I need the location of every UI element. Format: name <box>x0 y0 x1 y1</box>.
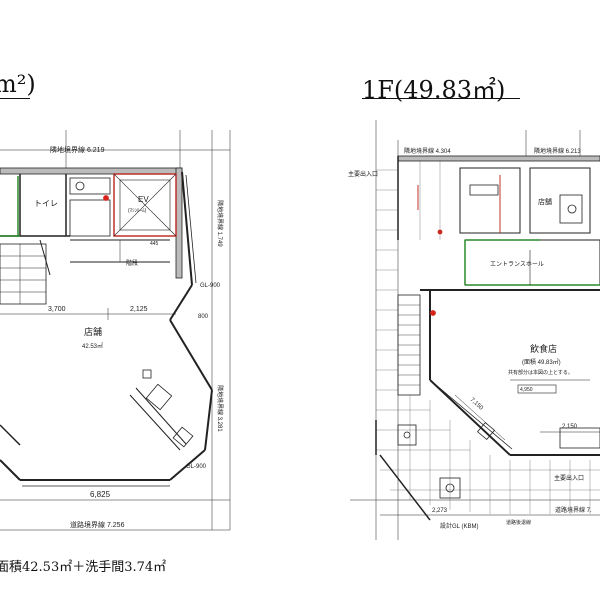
left-dim-445: 445 <box>150 241 159 247</box>
right-entrance-hall-label: エントランスホール <box>490 261 544 268</box>
right-dim-2273: 2,273 <box>432 508 448 514</box>
left-gl-900b-label: GL-900 <box>186 464 207 470</box>
right-title-underline <box>362 98 520 99</box>
left-title-underline <box>0 98 30 99</box>
right-sub-entrance-label: 主要出入口 <box>348 170 378 178</box>
left-toilet-label: トイレ <box>34 199 58 208</box>
left-dim-2125: 2,125 <box>130 306 148 313</box>
left-dim-800: 800 <box>198 314 209 320</box>
left-ev-sub-label: (ﾏｼﾝﾙｰﾑ) <box>128 208 147 214</box>
right-boundary-top2-label: 隣地境界線 6.213 <box>534 147 581 155</box>
right-road-mark-label: 道路後退線 <box>506 519 531 526</box>
right-boundary-top-label: 隣地境界線 4.304 <box>404 147 451 155</box>
left-boundary-right2-label: 隣地境界線 3.281 <box>216 385 224 432</box>
right-restaurant-area-label: (面積 49.83㎡) <box>522 358 561 366</box>
left-gl-900-label: GL-900 <box>200 283 221 289</box>
right-dim-2150: 2,150 <box>562 424 578 430</box>
left-dim-3700: 3,700 <box>48 306 66 313</box>
left-floor-plan <box>0 130 231 531</box>
right-main-entrance-label: 主要出入口 <box>554 474 584 482</box>
left-store-area-label: 42.53㎡ <box>82 342 103 350</box>
right-shop-label: 店舗 <box>538 197 552 206</box>
right-gl-mark-label: 設計GL (KBM) <box>440 522 478 530</box>
right-plan-title: 1F(49.83㎡) <box>362 76 506 104</box>
left-boundary-bottom-label: 道路境界線 7.256 <box>70 520 125 529</box>
right-boundary-bottom-label: 道路境界線 7. <box>555 506 592 514</box>
left-stair-label: 階段 <box>126 259 138 267</box>
left-area-footer: 面積42.53㎡＋洗手間3.74㎡ <box>0 560 167 575</box>
right-restaurant-note-label: 共有部分は本図の上とする。 <box>508 369 573 376</box>
left-ev-label: EV <box>138 195 149 204</box>
left-boundary-right-label: 隣地境界線 1.749 <box>216 200 224 247</box>
left-dim-6825: 6,825 <box>90 490 111 499</box>
right-restaurant-label: 飲食店 <box>530 343 557 354</box>
left-boundary-top-label: 隣地境界線 6.219 <box>50 145 105 154</box>
right-dim-4950: 4,950 <box>520 387 533 393</box>
left-plan-title: m²) <box>0 70 36 98</box>
right-floor-plan <box>350 120 600 540</box>
left-store-label: 店舗 <box>84 326 102 337</box>
